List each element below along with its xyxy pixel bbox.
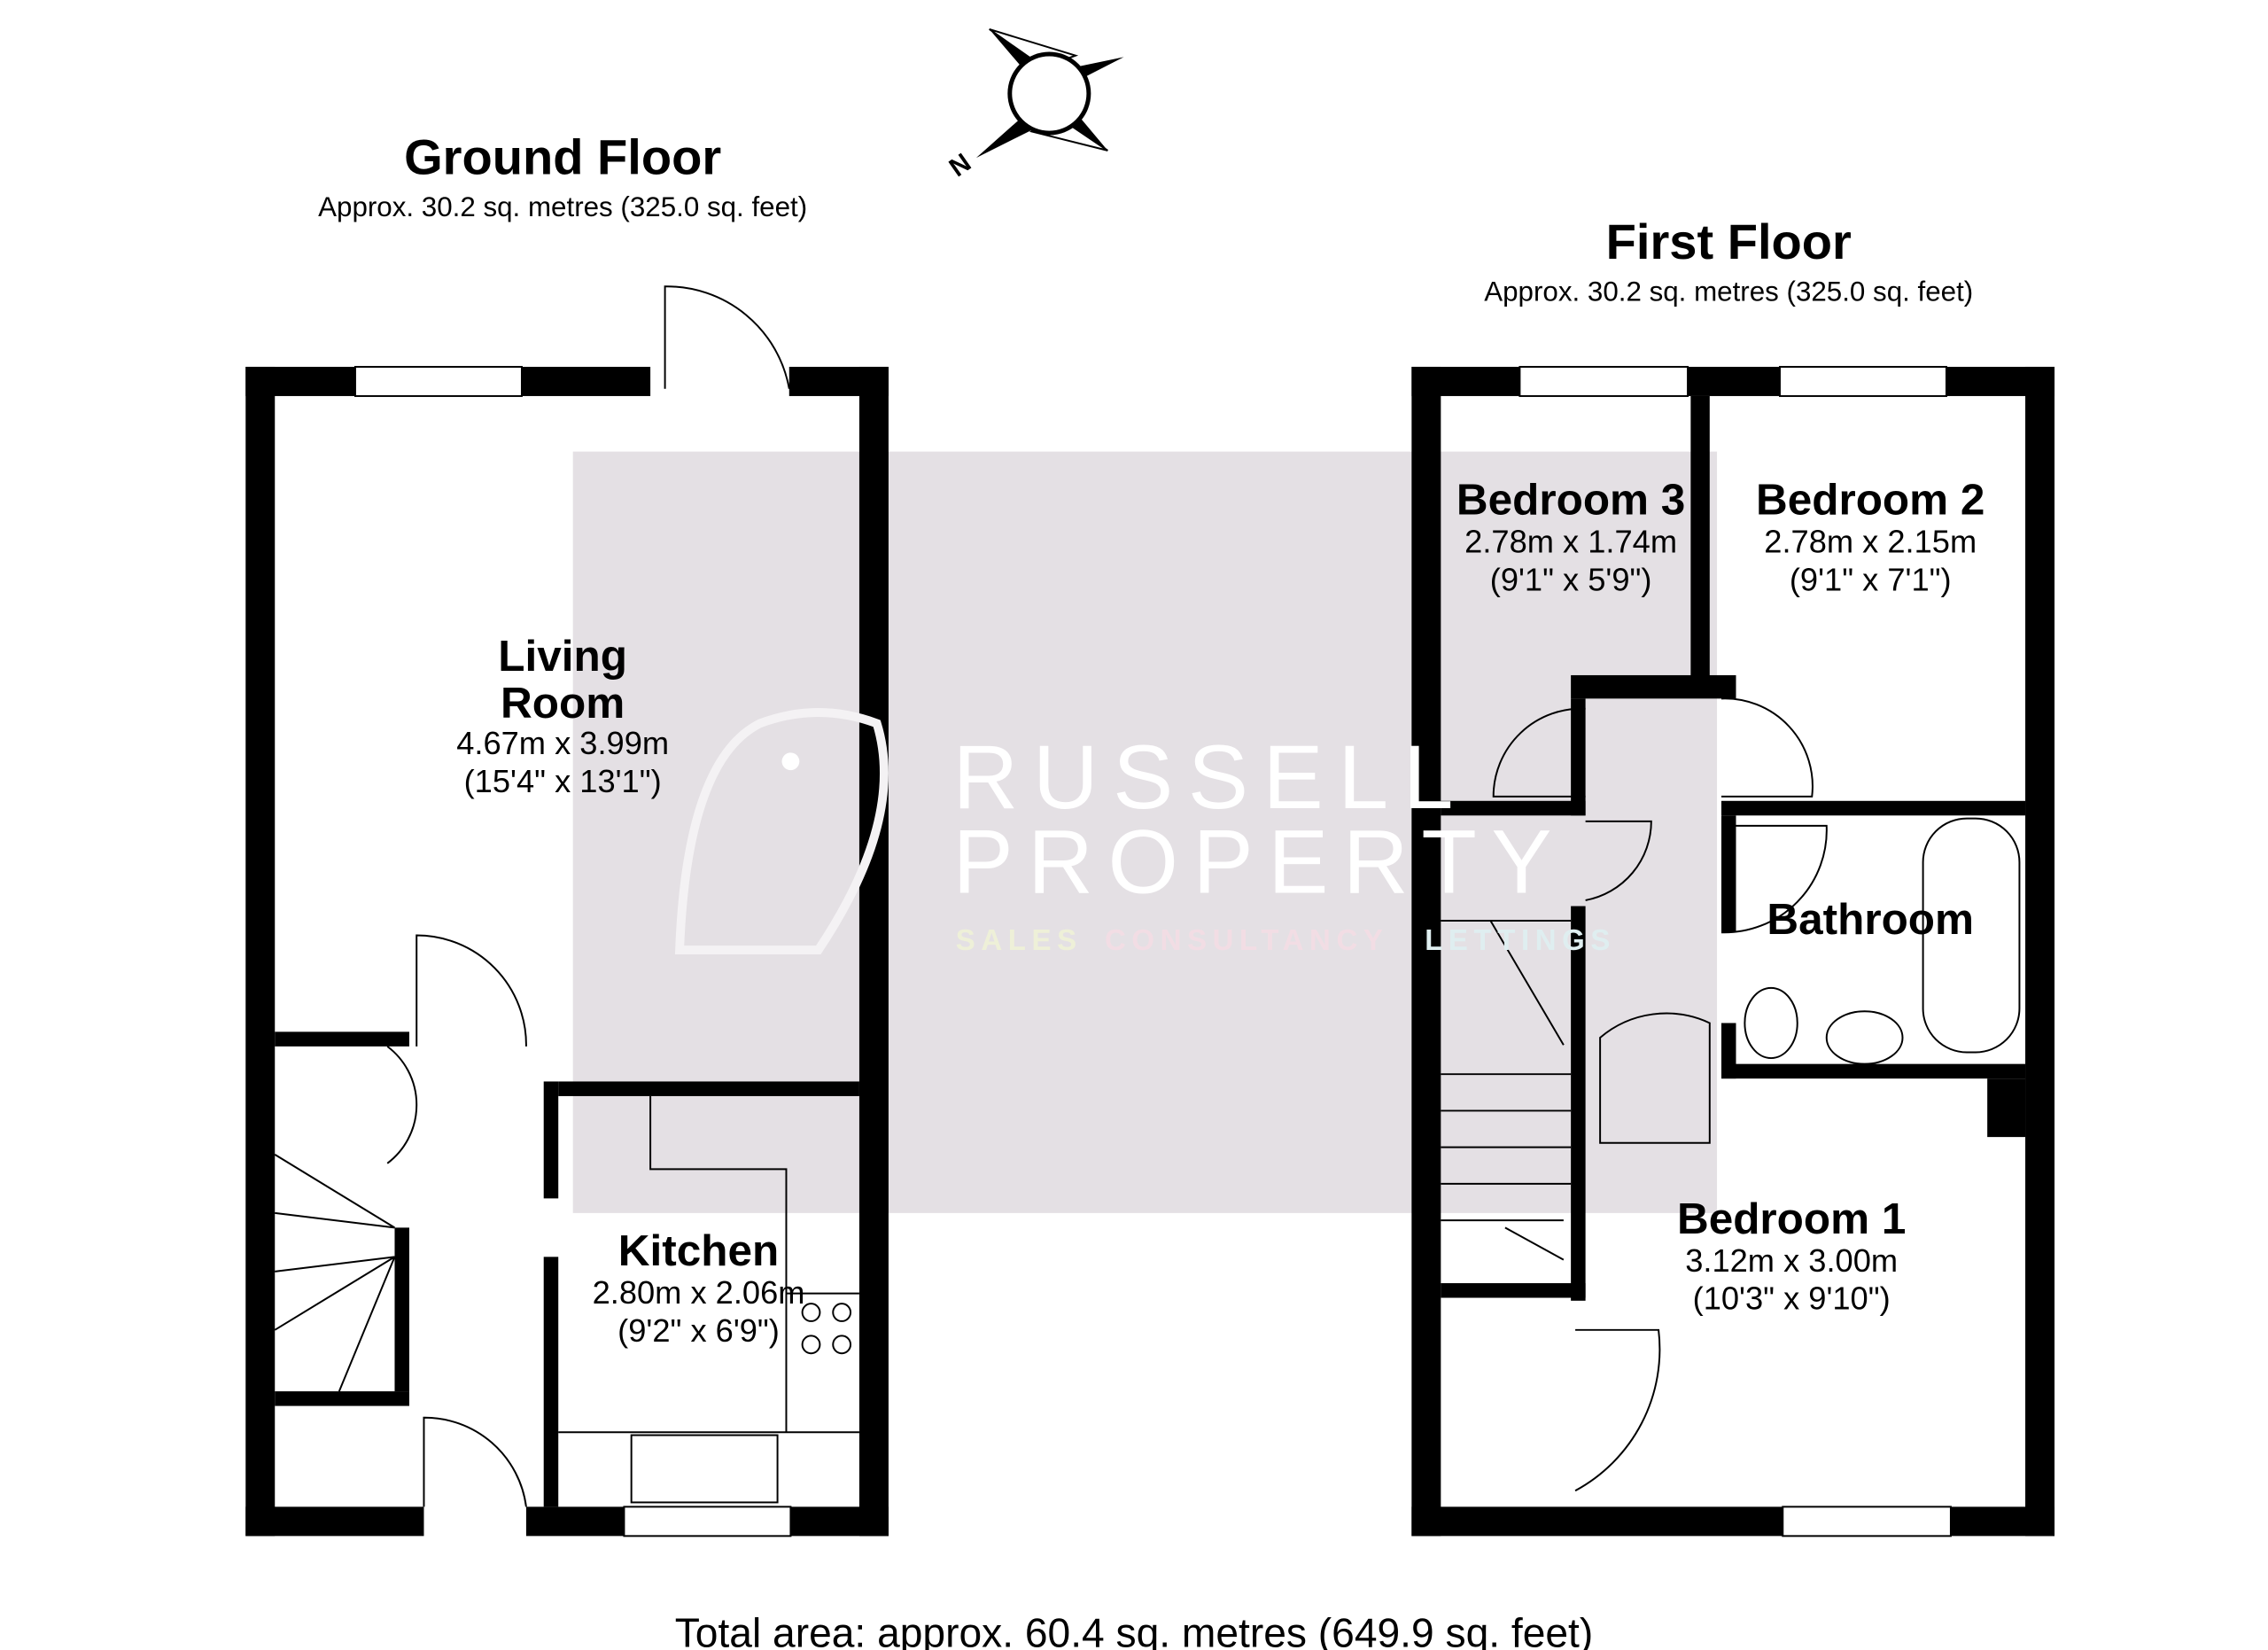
svg-text:Bathroom: Bathroom: [1767, 895, 1974, 944]
room-bedroom-1: Bedroom 1 3.12m x 3.00m (10'3" x 9'10"): [1677, 1195, 1906, 1317]
ground-floor-fixtures: [274, 285, 859, 1537]
svg-text:(15'4" x 13'1"): (15'4" x 13'1"): [464, 763, 662, 799]
north-compass-icon: N: [944, 28, 1124, 183]
ground-floor-area: Approx. 30.2 sq. metres (325.0 sq. feet): [318, 191, 807, 222]
first-floor-area: Approx. 30.2 sq. metres (325.0 sq. feet): [1484, 276, 1973, 307]
ground-floor-walls: [245, 366, 889, 1537]
room-living-room: Living Room 4.67m x 3.99m (15'4" x 13'1"…: [456, 632, 669, 799]
svg-text:4.67m x 3.99m: 4.67m x 3.99m: [456, 725, 669, 761]
svg-text:2.78m x 1.74m: 2.78m x 1.74m: [1464, 523, 1677, 559]
north-label: N: [944, 148, 976, 183]
room-bedroom-2: Bedroom 2 2.78m x 2.15m (9'1" x 7'1"): [1756, 476, 1984, 598]
first-floor-title: First Floor: [1606, 214, 1852, 269]
svg-text:Bedroom 1: Bedroom 1: [1677, 1195, 1906, 1243]
svg-text:(9'2" x 6'9"): (9'2" x 6'9"): [617, 1312, 780, 1349]
svg-text:Kitchen: Kitchen: [618, 1226, 779, 1275]
svg-text:(9'1" x 5'9"): (9'1" x 5'9"): [1490, 561, 1652, 597]
svg-text:Bedroom 3: Bedroom 3: [1456, 476, 1685, 525]
watermark-lettings: LETTINGS: [1425, 923, 1616, 956]
room-kitchen: Kitchen 2.80m x 2.06m (9'2" x 6'9"): [593, 1226, 805, 1349]
svg-text:Living: Living: [498, 632, 627, 681]
total-area: Total area: approx. 60.4 sq. metres (649…: [675, 1610, 1594, 1650]
first-floor-walls: [1411, 366, 2055, 1537]
watermark-line1: RUSSELL: [952, 726, 1467, 828]
svg-text:Room: Room: [501, 679, 625, 728]
watermark-line2: PROPERTY: [952, 811, 1566, 913]
ground-floor-title: Ground Floor: [404, 128, 721, 184]
svg-text:(9'1" x 7'1"): (9'1" x 7'1"): [1790, 561, 1952, 597]
svg-text:2.78m x 2.15m: 2.78m x 2.15m: [1764, 523, 1977, 559]
room-bedroom-3: Bedroom 3 2.78m x 1.74m (9'1" x 5'9"): [1456, 476, 1685, 598]
svg-text:3.12m x 3.00m: 3.12m x 3.00m: [1685, 1242, 1898, 1279]
room-bathroom: Bathroom: [1767, 895, 1974, 944]
watermark-logo: RUSSELL PROPERTY SALES CONSULTANCY LETTI…: [674, 708, 1616, 956]
watermark-sales: SALES: [956, 923, 1083, 956]
svg-text:(10'3" x 9'10"): (10'3" x 9'10"): [1693, 1280, 1891, 1317]
watermark-consultancy: CONSULTANCY: [1105, 923, 1388, 956]
svg-text:2.80m x 2.06m: 2.80m x 2.06m: [593, 1274, 805, 1311]
first-floor-fixtures: [1441, 365, 2021, 1537]
svg-text:Bedroom 2: Bedroom 2: [1756, 476, 1984, 525]
